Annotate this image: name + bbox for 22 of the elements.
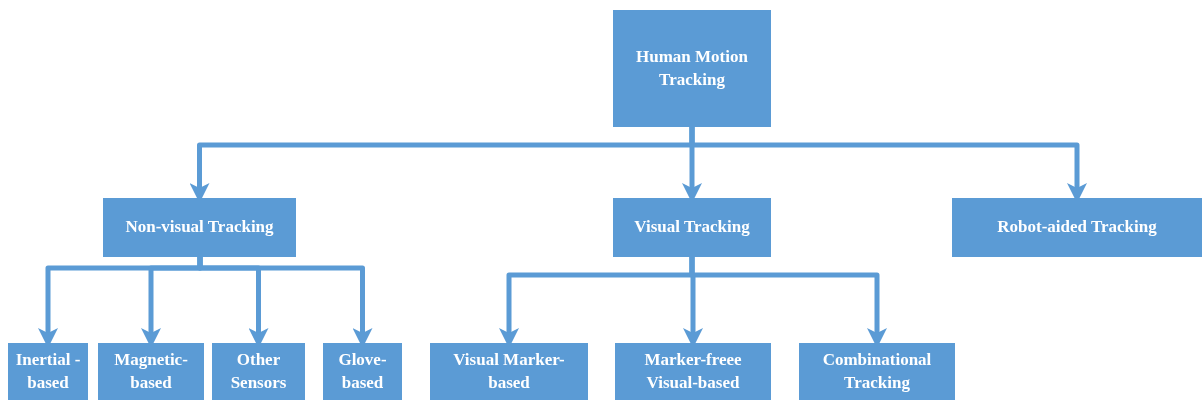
box-label: Visual Marker- based [452,349,566,394]
box-label: Marker-freee Visual-based [643,349,743,394]
box-label: Visual Tracking [634,216,750,239]
box-label: Inertial -based [14,349,82,394]
category-box [212,343,305,400]
box-label: Magnetic- based [113,349,189,394]
box-label: Other Sensors [229,349,288,394]
category-box [799,343,955,400]
box-label: Combinational Tracking [821,349,933,394]
box-label: Robot-aided Tracking [997,216,1157,239]
category-box [952,198,1202,257]
category-box [8,343,88,400]
category-box [615,343,771,400]
box-label: Non-visual Tracking [125,216,274,239]
box-label: Human Motion Tracking [635,46,749,91]
category-box [430,343,588,400]
category-box [103,198,296,257]
box-label: Glove- based [337,349,388,394]
category-box [98,343,204,400]
category-box [613,198,771,257]
category-box [613,10,771,127]
category-box [323,343,402,400]
